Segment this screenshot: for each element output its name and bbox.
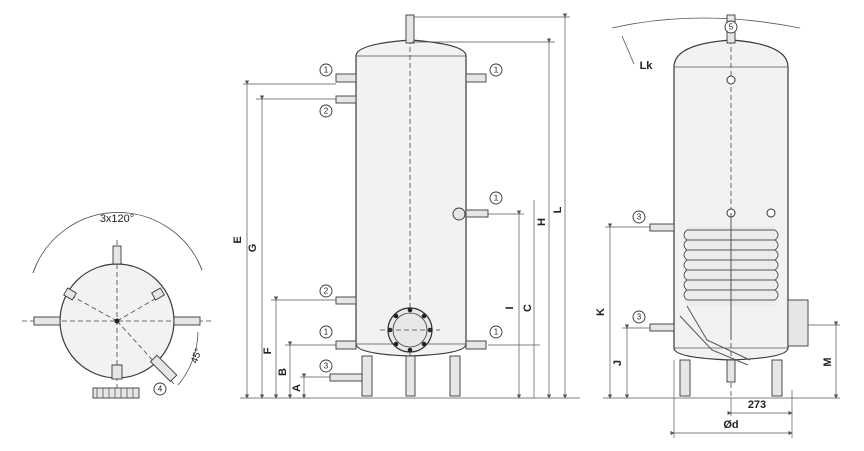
angle-arc-3x120: [32, 212, 203, 274]
angle-arc-45: [177, 331, 199, 386]
dim-E-label: E: [232, 236, 244, 243]
marker-1-bottom-left: 1: [324, 328, 329, 337]
top-view: 3x120° 45° 4: [22, 212, 212, 399]
dim-Lk-label: Lk: [640, 60, 654, 72]
marker-3-lower: 3: [637, 313, 642, 322]
marker-1-mid-right: 1: [494, 194, 499, 203]
dim-B-label: B: [277, 368, 289, 376]
marker-2-bottom: 2: [324, 287, 329, 296]
angle-3x120-label: 3x120°: [100, 213, 134, 225]
marker-3-upper: 3: [637, 213, 642, 222]
dim-J-label: J: [612, 360, 624, 366]
marker-5: 5: [729, 23, 734, 32]
dim-M-label: M: [822, 357, 834, 366]
dim-H-label: H: [536, 218, 548, 226]
dim-C-label: C: [522, 304, 534, 312]
dim-I-label: I: [504, 306, 516, 309]
dim-K-label: K: [595, 308, 607, 316]
dim-273-label: 273: [748, 399, 766, 411]
dim-L-label: L: [552, 206, 564, 213]
side-view: 1 1 2 1 2 1 1 3 E G F B A I C: [232, 13, 580, 399]
marker-1-top-right: 1: [494, 66, 499, 75]
dim-F-label: F: [262, 347, 274, 354]
middle-tank-body: [355, 39, 467, 357]
marker-4: 4: [158, 385, 163, 394]
marker-1-top-left: 1: [324, 66, 329, 75]
marker-2-top: 2: [324, 107, 329, 116]
marker-3-bottom: 3: [324, 362, 329, 371]
heating-coil: [679, 213, 779, 366]
dim-A-label: A: [291, 384, 303, 392]
dim-G-label: G: [247, 244, 259, 253]
dim-d-label: Ød: [723, 419, 738, 431]
marker-1-bottom-right: 1: [494, 328, 499, 337]
angle-45-label: 45°: [189, 347, 205, 365]
section-view: Lk 5 3 3 K J: [595, 14, 840, 438]
